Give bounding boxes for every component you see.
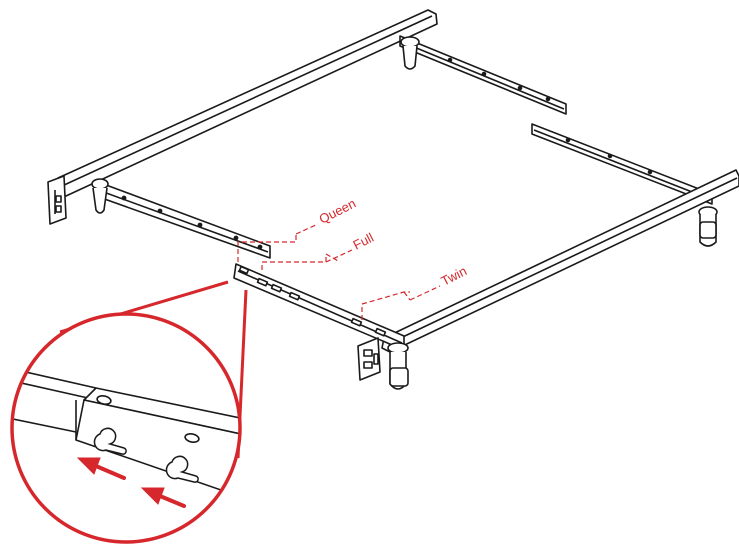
back-left-glide [91, 178, 109, 214]
right-side-rail [531, 123, 713, 205]
back-right-glide [400, 36, 420, 70]
magnified-detail [10, 312, 242, 544]
front-right-glide [698, 206, 718, 247]
headboard-rail [47, 9, 438, 225]
front-left-leg [357, 337, 409, 390]
left-side-rail [95, 181, 271, 259]
full-label: Full [351, 230, 377, 253]
twin-label: Twin [439, 263, 470, 289]
right-back-rail [399, 35, 567, 115]
size-markers [237, 223, 441, 320]
queen-label: Queen [317, 196, 359, 227]
footboard-rail [381, 169, 739, 353]
left-arrow-icon [76, 457, 186, 508]
keyhole-slot-icon [93, 427, 199, 483]
front-side-rail [233, 263, 405, 351]
